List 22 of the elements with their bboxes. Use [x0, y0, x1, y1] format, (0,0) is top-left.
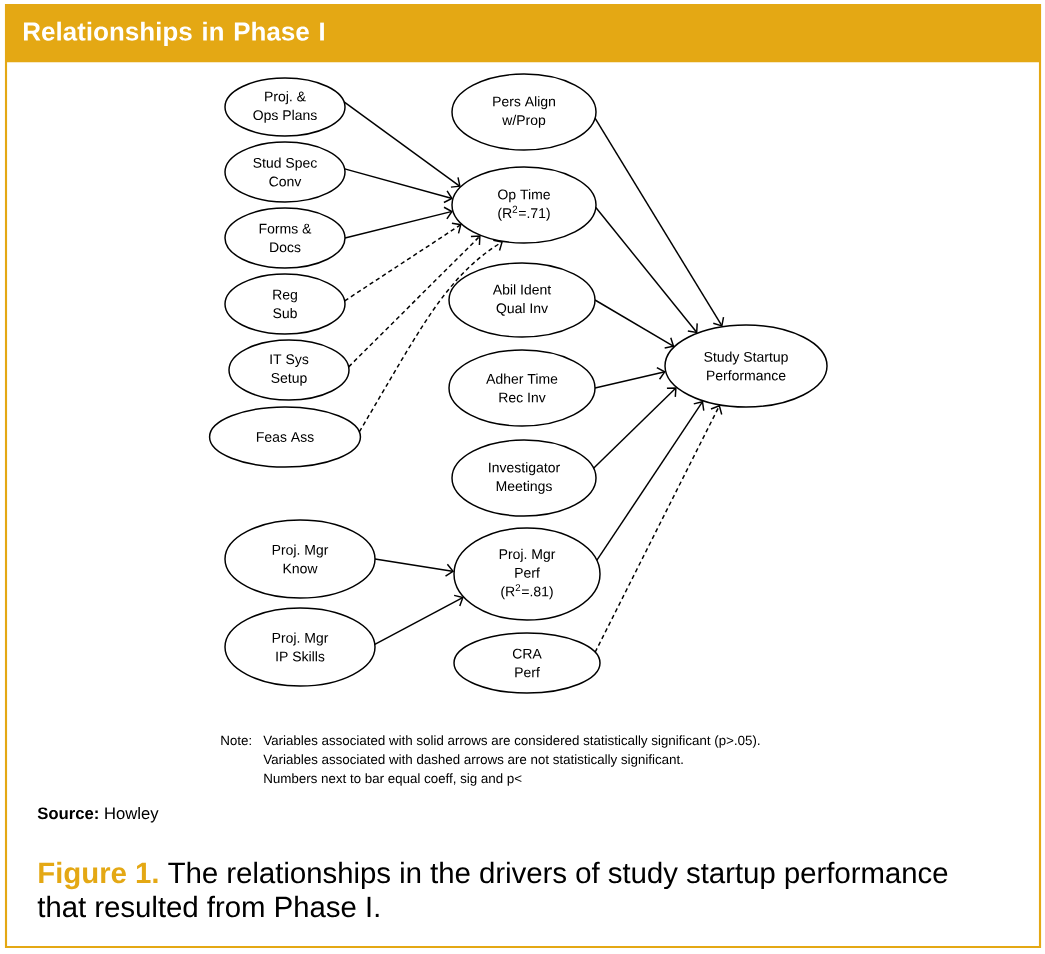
note-text: Variables associated with solid arrows are considered statistically significant (p>.05). [263, 735, 760, 748]
arrow [595, 206, 698, 334]
arrow [594, 299, 675, 349]
arrow [592, 387, 677, 469]
dashed-arrow [343, 222, 462, 302]
figure-caption: Figure 1. The relationships in the drivers of study startup performance that resulted from Phase I. [37, 861, 948, 918]
arrow [594, 117, 725, 327]
dashed-arrow [347, 235, 481, 368]
arrow [374, 594, 464, 646]
arrow [596, 400, 705, 562]
arrow [343, 101, 461, 188]
dashed-arrow [594, 404, 723, 653]
arrow [374, 558, 455, 577]
arrow [343, 168, 453, 204]
note-label: Note: [221, 735, 251, 746]
note-text: Numbers next to bar equal coeff, sig and p< [264, 773, 522, 786]
note-text: Variables associated with dashed arrows are not statistically significant. [263, 754, 683, 767]
arrow [594, 366, 666, 389]
source-line: Source: Howley [37, 806, 159, 823]
dashed-arrow [358, 239, 504, 433]
title-banner: Relationships in Phase I [6, 5, 1041, 63]
arrow [344, 206, 453, 239]
